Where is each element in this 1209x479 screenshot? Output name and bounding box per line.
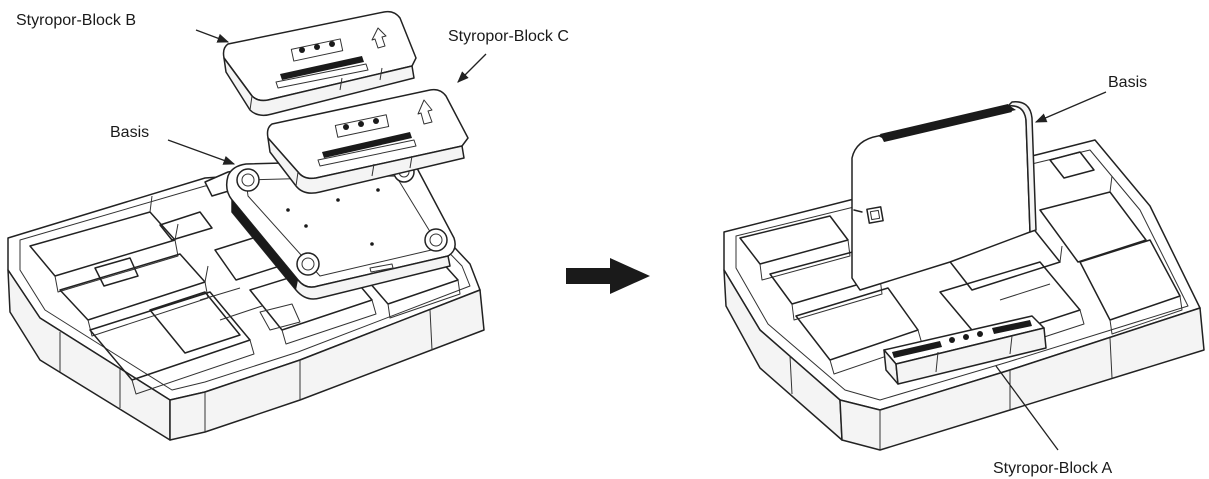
label-styrofoam-block-b: Styropor-Block B <box>16 12 136 29</box>
styrofoam-block-b <box>222 10 417 117</box>
label-styrofoam-block-a: Styropor-Block A <box>993 460 1112 477</box>
label-basis-left: Basis <box>110 124 149 141</box>
leader-block-b <box>195 29 230 43</box>
leader-basis-right <box>1034 91 1107 123</box>
leader-block-c <box>457 53 487 83</box>
right-assembly: Basis Styropor-Block A <box>723 74 1205 477</box>
up-arrow-icon <box>371 27 387 49</box>
leader-basis-left <box>167 139 236 165</box>
leader-block-a <box>995 365 1059 451</box>
up-arrow-icon <box>417 99 433 125</box>
label-styrofoam-block-c: Styropor-Block C <box>448 28 569 45</box>
basis-standing-right <box>851 101 1037 291</box>
styrofoam-block-c <box>266 88 469 194</box>
basis-plate-left <box>225 159 456 300</box>
label-basis-right: Basis <box>1108 74 1147 91</box>
left-assembly: Styropor-Block B Styropor-Block C Basis <box>7 10 569 441</box>
styrofoam-block-a <box>883 315 1047 385</box>
right-arrow-icon <box>566 258 650 294</box>
